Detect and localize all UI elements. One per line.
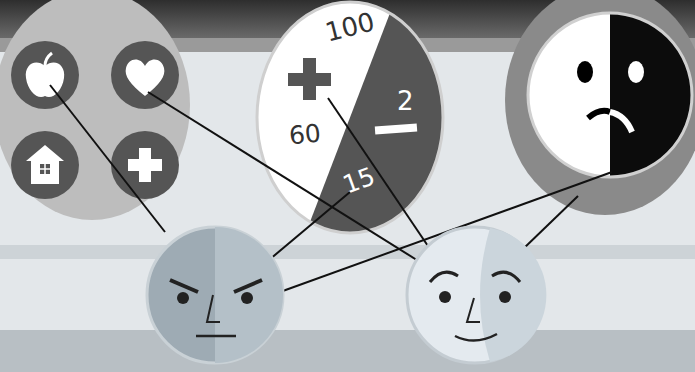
number-label: 2 xyxy=(397,88,414,114)
number-label: 60 xyxy=(288,120,322,148)
split-oval-node: 10060215 xyxy=(255,0,445,235)
